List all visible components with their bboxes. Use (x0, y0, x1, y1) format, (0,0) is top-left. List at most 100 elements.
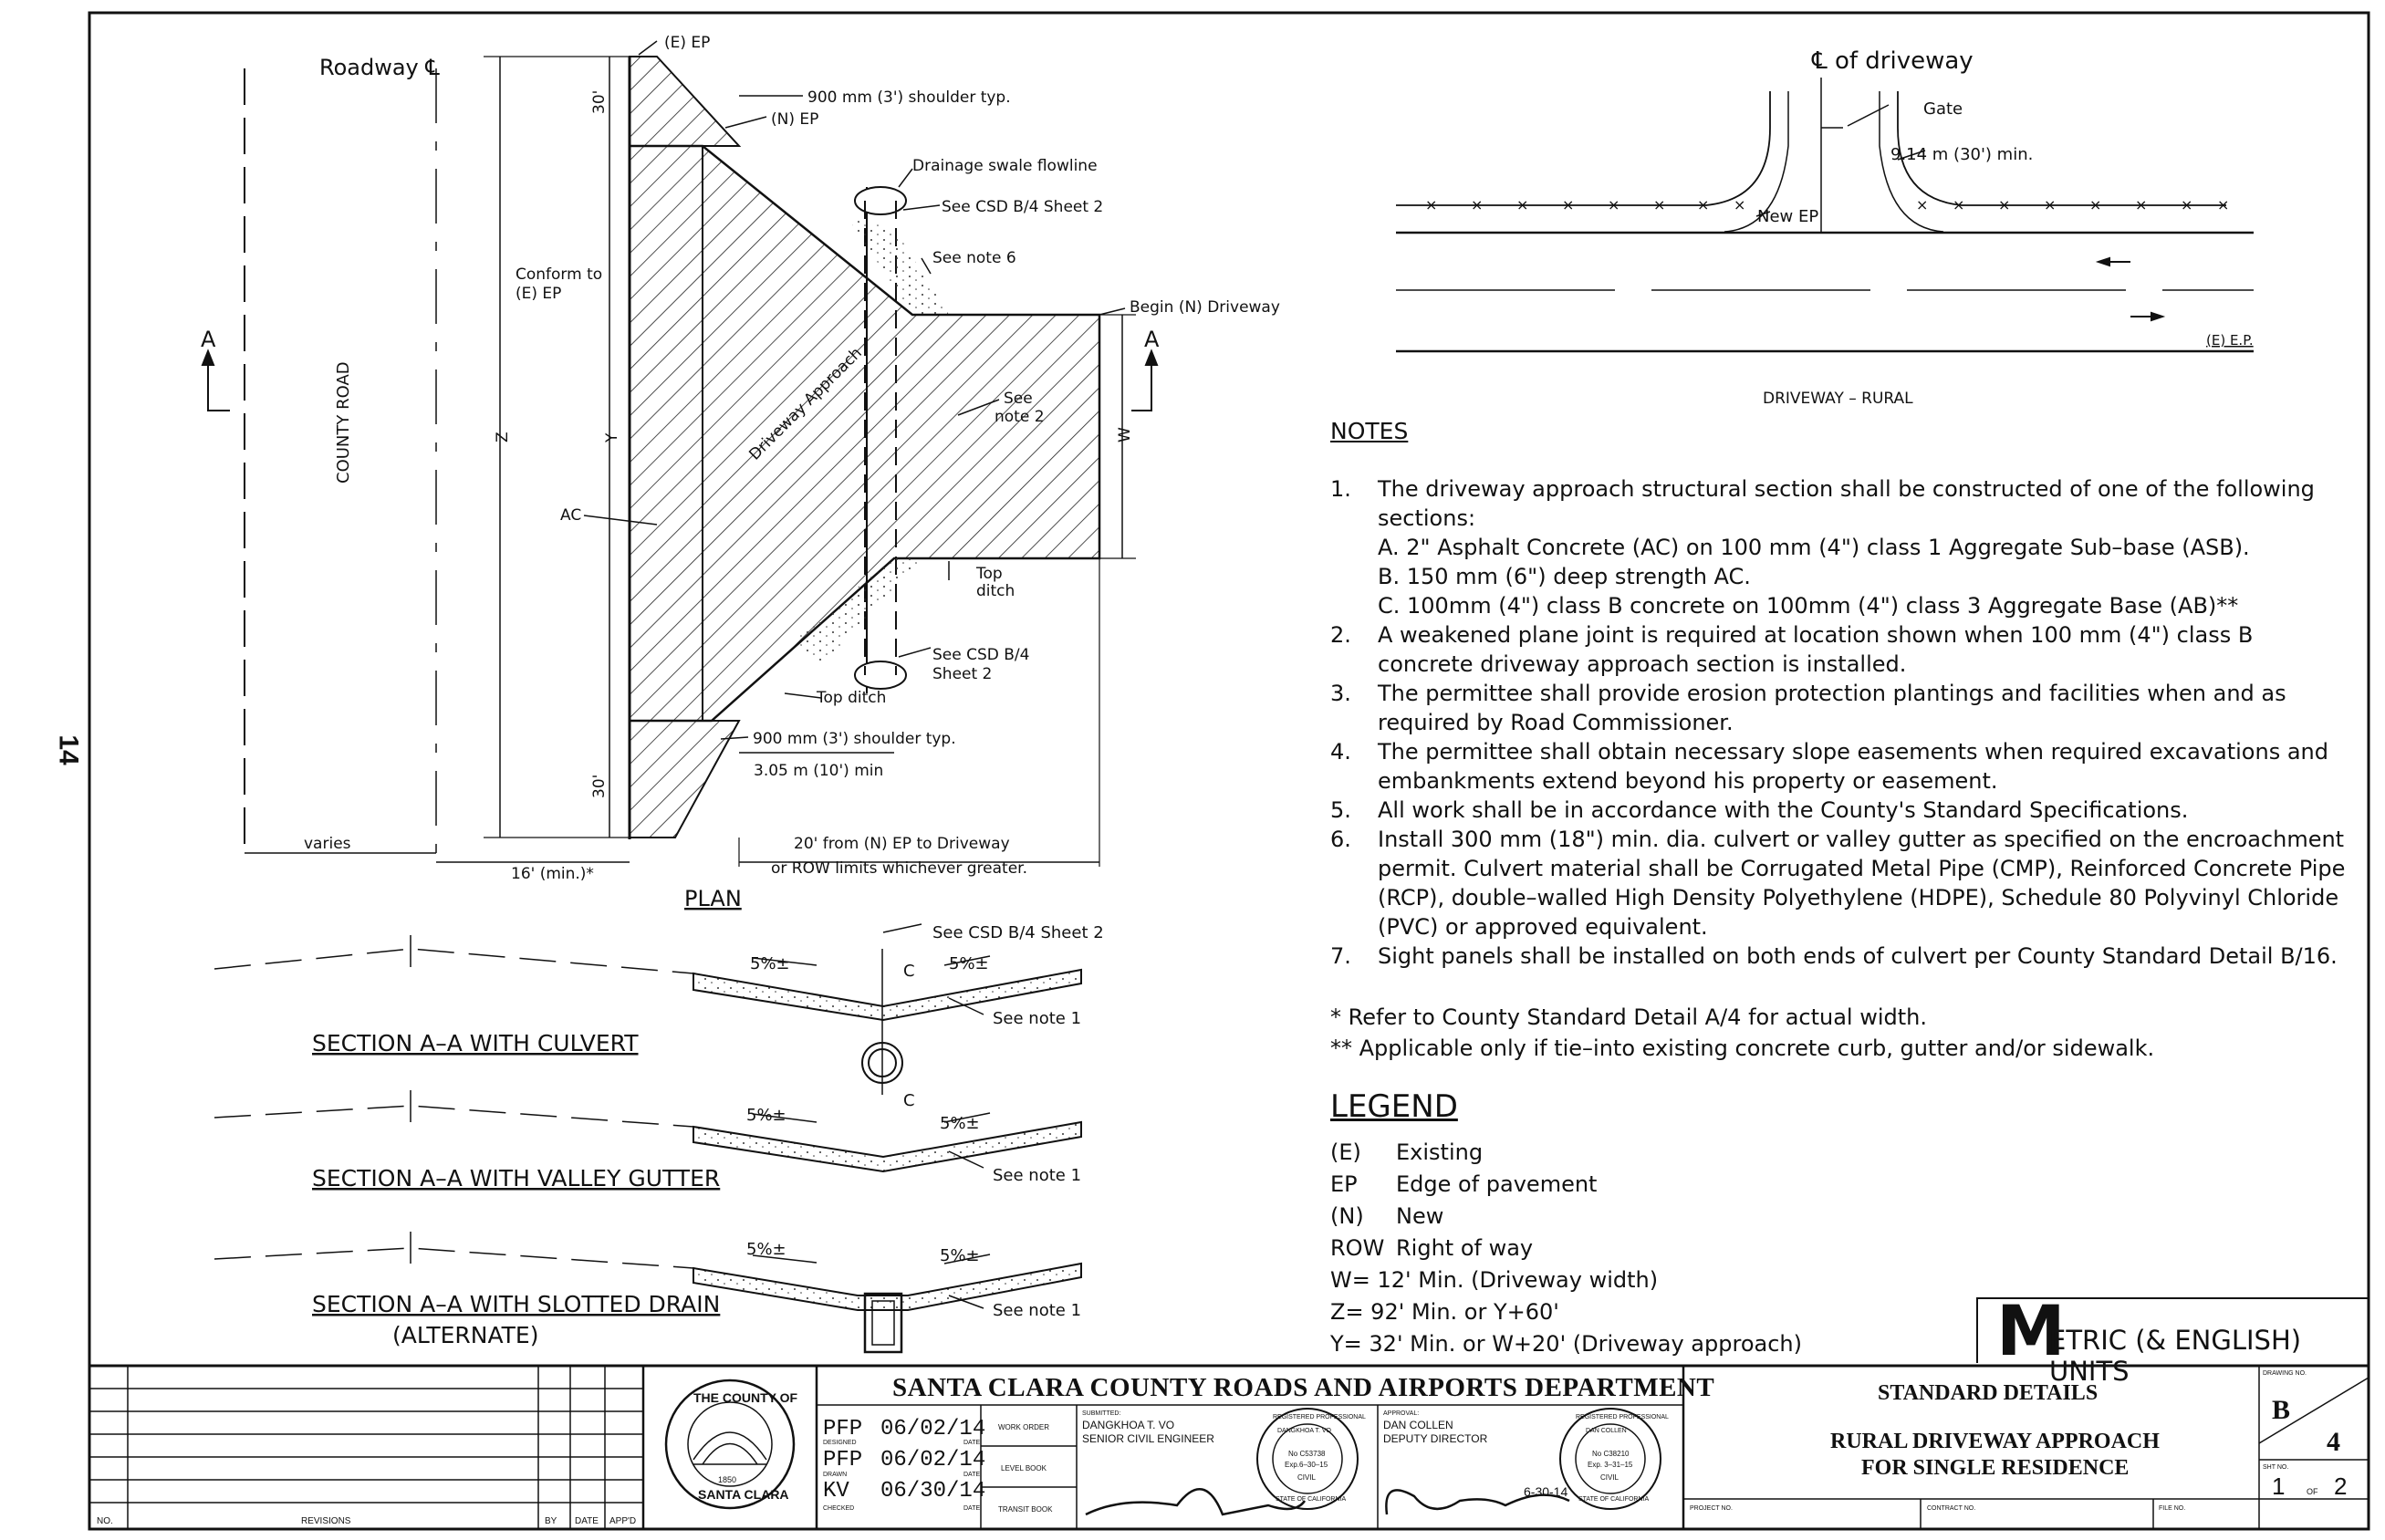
rural-cl-label: ℄ of driveway (1811, 47, 1974, 75)
legend-abbr: ROW (1330, 1235, 1385, 1261)
stamp1-exp: Exp.6–30–15 (1285, 1461, 1328, 1469)
sht-of: OF (2307, 1487, 2318, 1496)
work-order: WORK ORDER (998, 1423, 1049, 1431)
conform-label-2: (E) EP (516, 285, 561, 303)
n-ep-label: (N) EP (771, 110, 818, 129)
valley-section-slab (693, 1120, 1082, 1173)
units-m: M (1996, 1290, 2066, 1371)
note-text: Sight panels shall be installed on both … (1378, 943, 2338, 969)
roadway-cl-label: Roadway ℄ (319, 55, 440, 80)
contract-no-label: CONTRACT NO. (1927, 1505, 1975, 1512)
fence-x-mark: × (1734, 196, 1745, 213)
drawing-title-line1: RURAL DRIVEWAY APPROACH (1830, 1430, 2160, 1453)
dim-z: Z (494, 432, 512, 442)
legend-text: Edge of pavement (1396, 1171, 1598, 1197)
see-note-2-label-a: See (1004, 390, 1033, 408)
valley-see-note-1: See note 1 (993, 1166, 1081, 1185)
e-ep-label: (E) EP (664, 34, 710, 52)
dim-30-bottom: 30' (590, 775, 609, 798)
fence-x-mark: × (1608, 196, 1620, 213)
culvert-title: SECTION A–A WITH CULVERT (312, 1030, 639, 1056)
signature-submitted (1085, 1488, 1307, 1516)
rural-title: DRIVEWAY – RURAL (1763, 390, 1913, 408)
standard-details-label: STANDARD DETAILS (1878, 1381, 2099, 1405)
plan-view (201, 40, 1159, 867)
fence-x-mark: × (2044, 196, 2056, 213)
legend-text: Right of way (1396, 1235, 1534, 1261)
note-number: 5. (1330, 797, 1351, 823)
from-ep-label-1: 20' from (N) EP to Driveway (794, 835, 1010, 853)
revisions-no: NO. (97, 1516, 113, 1526)
top-date: 06/02/14 (880, 1417, 985, 1441)
legend-text: New (1396, 1203, 1444, 1229)
note-item: 6.Install 300 mm (18") min. dia. culvert… (1330, 825, 2352, 942)
sht-number: 1 (2272, 1472, 2285, 1500)
slope-dots-top (849, 219, 949, 315)
engineer-stamp-2 (1559, 1408, 1661, 1510)
title-block (89, 1366, 2369, 1529)
valley-title: SECTION A–A WITH VALLEY GUTTER (312, 1165, 720, 1191)
dim-y: Y (603, 432, 621, 443)
top-initials: PFP (823, 1417, 862, 1441)
note-item: 2.A weakened plane joint is required at … (1330, 620, 2352, 679)
note-text: The permittee shall provide erosion prot… (1378, 681, 2286, 735)
approval-label: APPROVAL: (1383, 1410, 1419, 1417)
note-text: All work shall be in accordance with the… (1378, 797, 2189, 823)
sections (214, 923, 1082, 1354)
fence-x-mark: × (1916, 196, 1928, 213)
stamp1-no: No C53738 (1288, 1450, 1326, 1458)
note-number: 1. (1330, 476, 1351, 502)
legend-row: (E)Existing (1330, 1137, 1802, 1169)
note-number: 3. (1330, 681, 1351, 706)
valley-pct-left: 5%± (746, 1106, 786, 1125)
note-item: 4.The permittee shall obtain necessary s… (1330, 737, 2352, 796)
checked-label: CHECKED (823, 1505, 854, 1512)
rural-left-inner (1724, 91, 1789, 233)
culvert-c-bottom: C (903, 1091, 915, 1110)
fence-x-mark: × (1998, 196, 2010, 213)
seal-text-bottom: SANTA CLARA (698, 1487, 789, 1502)
fence-x-mark: × (2135, 196, 2147, 213)
revisions-date: DATE (575, 1516, 599, 1526)
rural-min-30-label: 9.14 m (30') min. (1890, 145, 2033, 164)
see-csd-label-1: See CSD B/4 Sheet 2 (942, 198, 1103, 216)
stamp2-state: STATE OF CALIFORNIA (1578, 1496, 1649, 1503)
fence-x-mark: × (2217, 196, 2229, 213)
stamp1-civil: CIVIL (1297, 1473, 1317, 1482)
approval-title: DEPUTY DIRECTOR (1383, 1432, 1488, 1445)
shoulder-bottom-label: 900 mm (3') shoulder typ. (753, 730, 956, 748)
note-item: 5. All work shall be in accordance with t… (1330, 796, 2352, 825)
legend-dimension-w: W= 12' Min. (Driveway width) (1330, 1267, 1659, 1293)
swale-top (854, 186, 907, 215)
seal-text-top: THE COUNTY OF (693, 1390, 798, 1405)
conform-label-1: Conform to (516, 265, 602, 284)
legend-abbr: EP (1330, 1171, 1358, 1197)
note-subitem: B. 150 mm (6") deep strength AC. (1378, 564, 1751, 589)
notes-list: 1. The driveway approach structural secti… (1330, 474, 2352, 971)
stamp2-civil: CIVIL (1600, 1473, 1620, 1482)
submitted-title: SENIOR CIVIL ENGINEER (1082, 1432, 1214, 1445)
county-seal-outer (664, 1379, 796, 1510)
signature-date: 6-30-14 (1524, 1484, 1567, 1499)
footnotes: * Refer to County Standard Detail A/4 fo… (1330, 1002, 2154, 1064)
rural-e-ep-label: (E) E.P. (2206, 332, 2254, 349)
rural-new-ep-label: New EP (1757, 207, 1818, 226)
culvert-see-csd: See CSD B/4 Sheet 2 (932, 923, 1104, 942)
fence-x-mark: × (1471, 196, 1483, 213)
see-note-6-label: See note 6 (932, 249, 1016, 267)
min-10-label: 3.05 m (10') min (754, 762, 883, 780)
revisions-by: BY (545, 1516, 557, 1526)
drainage-swale-label: Drainage swale flowline (912, 157, 1098, 175)
note-text: The driveway approach structural section… (1378, 476, 2315, 531)
legend-row: EP Edge of pavement (1330, 1169, 1802, 1201)
drawing-title-line2: FOR SINGLE RESIDENCE (1861, 1456, 2130, 1480)
ac-label: AC (560, 506, 581, 525)
designed-initials: PFP (823, 1448, 862, 1472)
valley-pct-right: 5%± (940, 1114, 980, 1133)
legend-heading: LEGEND (1330, 1088, 1458, 1125)
section-marker-right (1131, 363, 1152, 411)
sht-total: 2 (2334, 1472, 2347, 1500)
top-ditch-label-2: Top ditch (816, 689, 886, 707)
rural-driveway (1396, 78, 2254, 353)
note-item: 3. The permittee shall provide erosion pr… (1330, 679, 2352, 737)
